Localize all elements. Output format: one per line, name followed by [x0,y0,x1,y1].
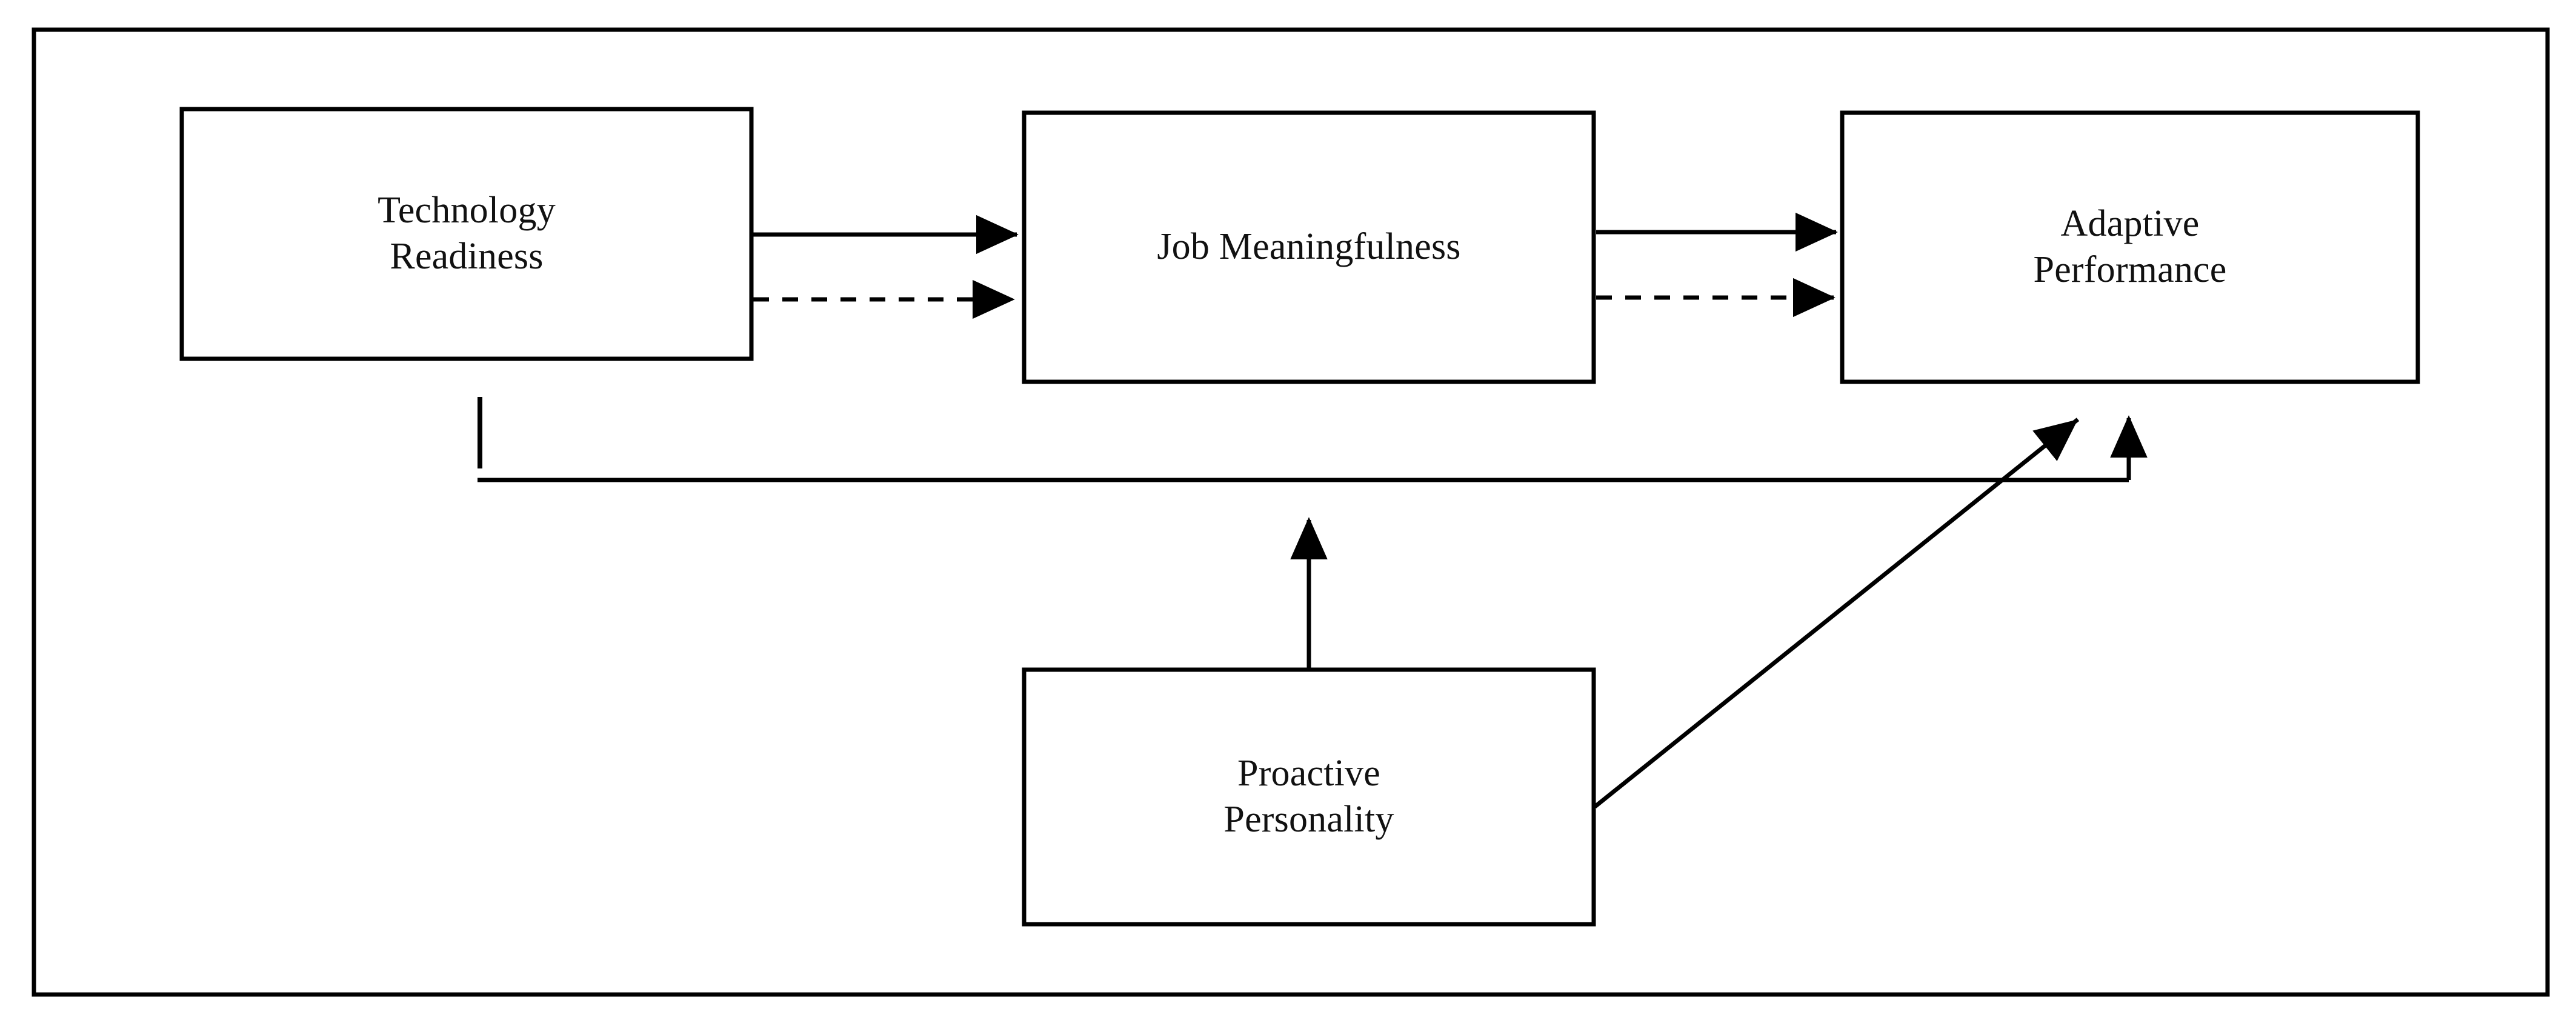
node-box-adaptive-performance[interactable] [1840,110,2420,384]
node-box-job-meaningfulness[interactable] [1022,110,1596,384]
node-box-proactive-personality[interactable] [1022,667,1596,927]
edge-pp-to-ap [1593,418,2080,808]
node-box-technology-readiness[interactable] [179,107,754,361]
